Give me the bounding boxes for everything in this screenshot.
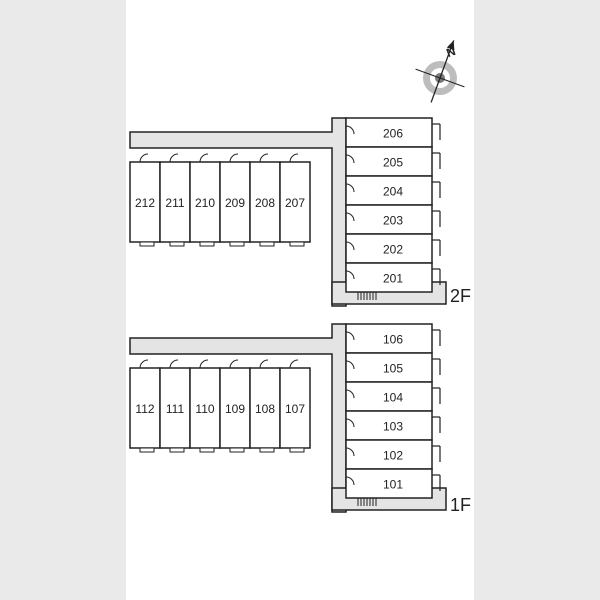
room-number: 109	[225, 402, 245, 416]
door-arc	[345, 447, 355, 457]
door-arc	[345, 360, 355, 370]
compass-north-label: N	[444, 44, 457, 60]
balcony	[199, 241, 215, 247]
room-109: 109	[219, 359, 251, 453]
door-arc	[259, 153, 269, 163]
room-number: 112	[135, 402, 154, 416]
door-arc	[345, 331, 355, 341]
door-arc	[229, 359, 239, 369]
compass-cross	[415, 68, 465, 88]
room-number: 108	[255, 402, 275, 416]
floor-2f: 212 211 210 209 208 207 206 205 204 203 202 201	[129, 117, 447, 307]
room-105: 105	[345, 352, 441, 383]
room-107: 107	[279, 359, 311, 453]
room-106: 106	[345, 323, 441, 354]
balcony	[139, 447, 155, 453]
door-arc	[345, 270, 355, 280]
door-arc	[199, 359, 209, 369]
compass-north-icon: N	[415, 40, 465, 103]
room-number: 202	[383, 243, 403, 257]
door-arc	[345, 241, 355, 251]
room-204: 204	[345, 175, 441, 206]
room-number: 105	[383, 362, 403, 376]
room-number: 102	[383, 449, 403, 463]
balcony	[229, 447, 245, 453]
door-arc	[345, 476, 355, 486]
room-104: 104	[345, 381, 441, 412]
room-102: 102	[345, 439, 441, 470]
door-arc	[199, 153, 209, 163]
room-number: 212	[135, 196, 155, 210]
door-arc	[139, 359, 149, 369]
room-number: 205	[383, 156, 403, 170]
room-212: 212	[129, 153, 161, 247]
room-number: 211	[165, 196, 184, 210]
door-arc	[289, 359, 299, 369]
room-202: 202	[345, 233, 441, 264]
room-number: 110	[195, 402, 214, 416]
room-number: 209	[225, 196, 245, 210]
room-number: 101	[383, 478, 403, 492]
balcony	[229, 241, 245, 247]
room-205: 205	[345, 146, 441, 177]
room-110: 110	[189, 359, 221, 453]
floor-label-2f: 2F	[450, 286, 472, 306]
door-arc	[169, 153, 179, 163]
balcony	[259, 447, 275, 453]
room-number: 210	[195, 196, 215, 210]
door-arc	[229, 153, 239, 163]
room-210: 210	[189, 153, 221, 247]
room-203: 203	[345, 204, 441, 235]
room-209: 209	[219, 153, 251, 247]
room-211: 211	[159, 153, 191, 247]
room-number: 107	[285, 402, 305, 416]
room-number: 104	[383, 391, 403, 405]
balcony	[289, 241, 305, 247]
door-arc	[259, 359, 269, 369]
room-number: 111	[166, 402, 185, 416]
compass-arrowhead	[446, 40, 455, 51]
door-arc	[345, 183, 355, 193]
room-number: 208	[255, 196, 275, 210]
room-number: 201	[383, 272, 403, 286]
room-108: 108	[249, 359, 281, 453]
floor-1f: 112 111 110 109 108 107 106 105 104 103 102 101	[129, 323, 447, 513]
corridor	[129, 117, 347, 307]
room-number: 103	[383, 420, 403, 434]
balcony	[169, 241, 185, 247]
room-206: 206	[345, 117, 441, 148]
room-number: 203	[383, 214, 403, 228]
room-111: 111	[159, 359, 191, 453]
balcony	[259, 241, 275, 247]
room-201: 201	[345, 262, 441, 293]
compass-needle	[430, 40, 455, 103]
door-arc	[139, 153, 149, 163]
balcony	[169, 447, 185, 453]
room-number: 204	[383, 185, 403, 199]
room-101: 101	[345, 468, 441, 499]
door-arc	[345, 212, 355, 222]
corridor	[129, 323, 347, 513]
room-207: 207	[279, 153, 311, 247]
room-number: 207	[285, 196, 305, 210]
room-208: 208	[249, 153, 281, 247]
room-112: 112	[129, 359, 161, 453]
room-number: 206	[383, 127, 403, 141]
room-103: 103	[345, 410, 441, 441]
door-arc	[345, 389, 355, 399]
floor-label-1f: 1F	[450, 495, 472, 515]
balcony	[139, 241, 155, 247]
door-arc	[345, 418, 355, 428]
balcony	[289, 447, 305, 453]
room-number: 106	[383, 333, 403, 347]
door-arc	[169, 359, 179, 369]
balcony	[199, 447, 215, 453]
door-arc	[345, 154, 355, 164]
door-arc	[289, 153, 299, 163]
door-arc	[345, 125, 355, 135]
